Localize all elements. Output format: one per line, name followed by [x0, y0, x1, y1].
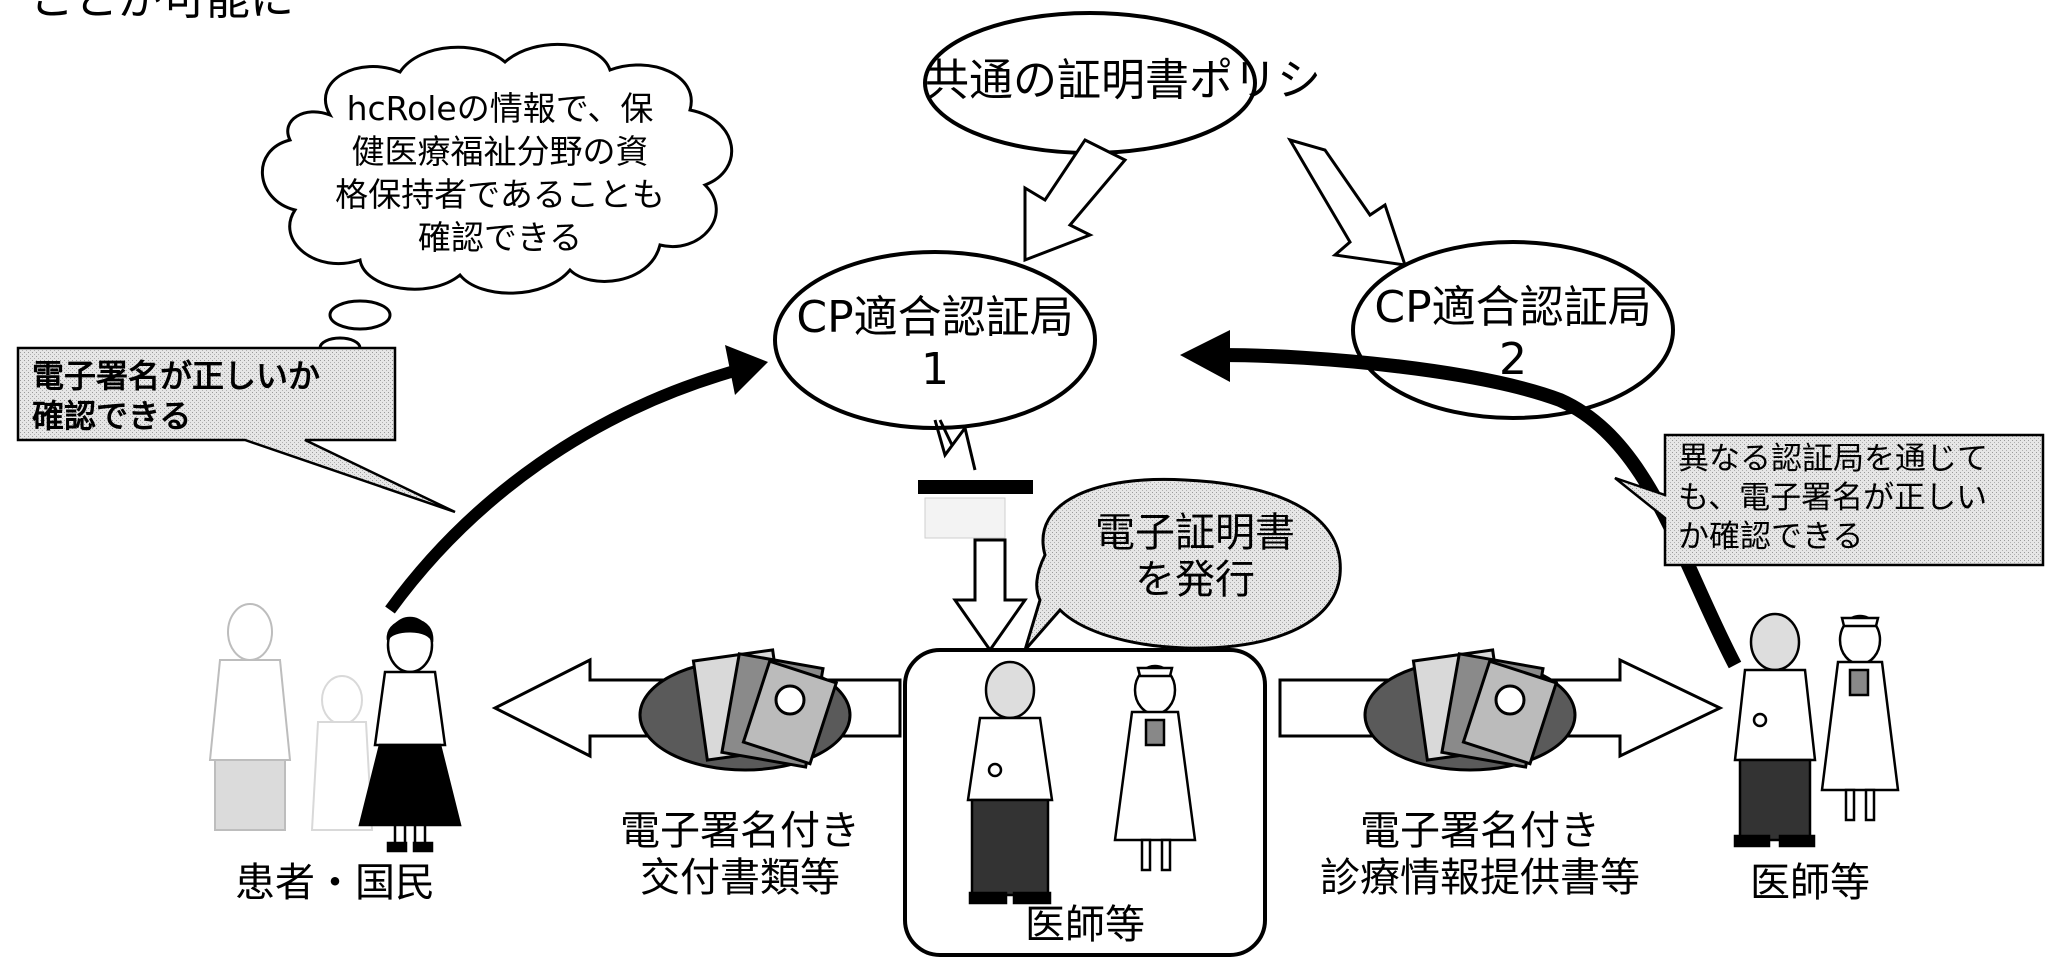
right-docs-line-1: 電子署名付き [1360, 808, 1600, 854]
thought-line-4: 確認できる [417, 217, 583, 257]
policy-to-ca2-arrow [1286, 137, 1408, 267]
ca1-label-line1: CP適合認証局 [796, 292, 1074, 343]
thought-bubble-text: hcRoleの情報で、保 健医療福祉分野の資 格保持者であることも 確認できる [330, 88, 670, 260]
issue-line-2: を発行 [1135, 557, 1255, 604]
right-docs-line-2: 診療情報提供書等 [1320, 855, 1640, 902]
right-doctors-label: 医師等 [1750, 860, 1870, 906]
callout-right-line-2: も、電子署名が正しい [1678, 479, 1988, 516]
callout-left-line-2: 確認できる [32, 397, 192, 435]
center-doctors-label: 医師等 [1025, 902, 1145, 948]
callout-right-line-3: か確認できる [1678, 518, 1864, 555]
issue-down-arrow [952, 538, 1028, 653]
ca2-label: CP適合認証局 2 [1353, 282, 1673, 386]
callout-right [1614, 433, 2045, 567]
callout-left-text: 電子署名が正しいか 確認できる [32, 356, 320, 436]
ca2-label-line1: CP適合認証局 [1374, 282, 1652, 333]
patients-icon [208, 603, 462, 853]
patients-label: 患者・国民 [235, 860, 435, 906]
ca2-label-line2: 2 [1499, 333, 1527, 385]
center-nurse-icon [1113, 664, 1197, 872]
patient-to-ca1-arrowhead [725, 345, 768, 395]
callout-left [16, 346, 456, 514]
left-docs-line-1: 電子署名付き [620, 808, 860, 854]
ca1-ellipse [773, 250, 1097, 430]
left-docs-label: 電子署名付き 交付書類等 [600, 808, 880, 902]
certificate-icon [918, 480, 1033, 494]
doctor-to-ca1-arrowhead [1180, 330, 1230, 382]
patient-to-ca1-arrow [385, 362, 747, 614]
thought-line-1: hcRoleの情報で、保 [346, 89, 654, 128]
policy-to-ca1-arrow [1023, 138, 1128, 263]
issue-bubble-text: 電子証明書 を発行 [1075, 510, 1315, 604]
left-documents-icon [638, 648, 852, 772]
right-doctor-icon [1733, 612, 1817, 848]
top-fragment-text: ことが可能に [30, 0, 294, 26]
lightning-icon [933, 419, 977, 471]
issue-line-1: 電子証明書 [1095, 510, 1295, 556]
ca1-label: CP適合認証局 1 [775, 292, 1095, 396]
right-nurse-icon [1820, 614, 1900, 822]
thought-line-3: 格保持者であることも [335, 174, 665, 214]
thought-line-2: 健医療福祉分野の資 [351, 131, 649, 171]
issue-bubble [1023, 477, 1342, 651]
ca1-label-line2: 1 [921, 343, 949, 395]
center-doctor-icon [966, 660, 1054, 905]
policy-label: 共通の証明書ポリシ [925, 55, 1321, 106]
callout-left-line-1: 電子署名が正しいか [32, 357, 321, 395]
callout-right-line-1: 異なる認証局を通じて [1678, 441, 1988, 477]
right-docs-label: 電子署名付き 診療情報提供書等 [1300, 808, 1660, 902]
callout-right-text: 異なる認証局を通じて も、電子署名が正しい か確認できる [1678, 440, 1988, 556]
left-docs-line-2: 交付書類等 [640, 855, 840, 902]
right-documents-icon [1363, 648, 1577, 772]
thought-bubble [261, 42, 734, 360]
